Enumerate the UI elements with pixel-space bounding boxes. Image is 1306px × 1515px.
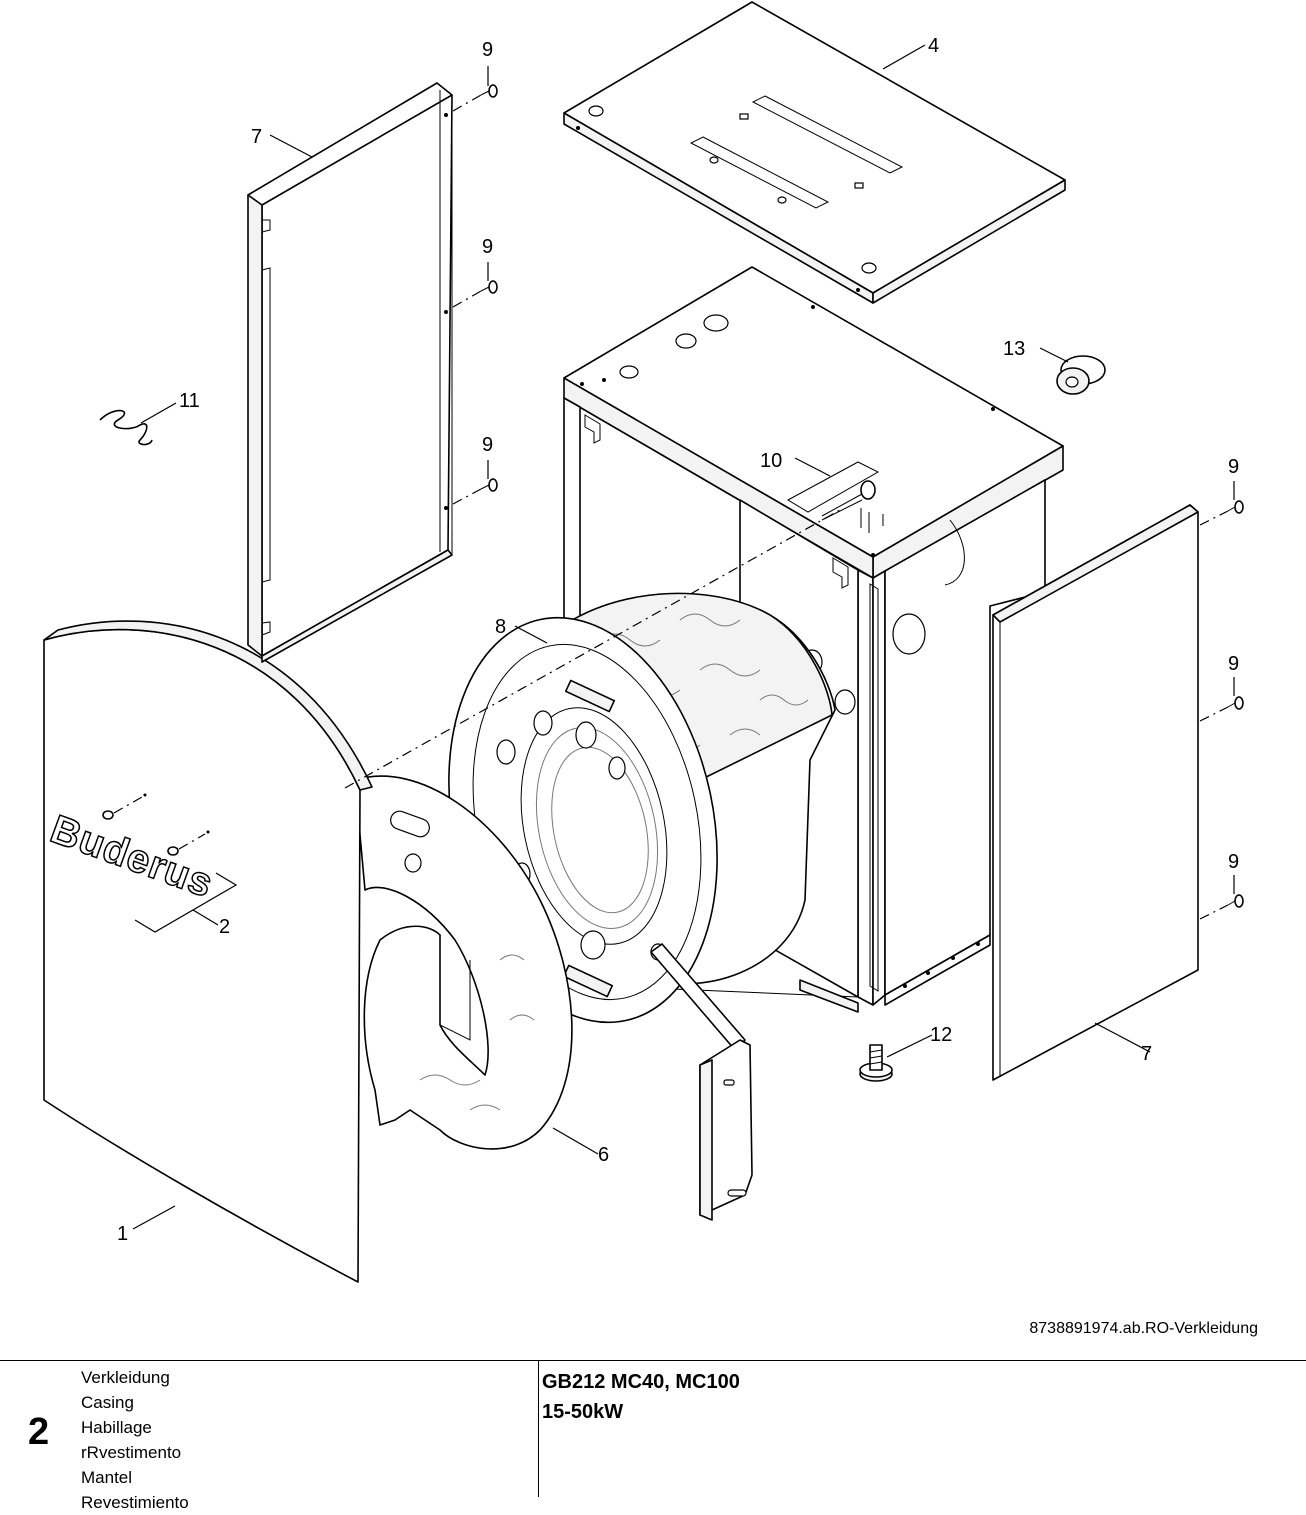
- front-panel-part: Buderus: [43, 620, 373, 1283]
- callout-label: 8: [495, 616, 506, 638]
- callout-label: 13: [1003, 338, 1025, 360]
- title-block: 2 Verkleidung Casing Habillage rRvestime…: [0, 1360, 1306, 1512]
- screw-icon: [480, 280, 498, 294]
- screw-icon: [480, 478, 498, 492]
- section-name: rRvestimento: [81, 1443, 182, 1462]
- exploded-casing-drawing: Buderus: [43, 1, 1244, 1283]
- callout-label: 11: [179, 390, 200, 412]
- callout-label: 4: [928, 35, 939, 57]
- screw-icon: [1227, 500, 1244, 514]
- side-panel-right-part: [992, 504, 1199, 1081]
- model-name: GB212 MC40, MC100: [542, 1371, 740, 1393]
- model-power: 15-50kW: [542, 1401, 624, 1423]
- section-name: Mantel: [81, 1468, 133, 1487]
- chapter-number: 2: [28, 1411, 50, 1453]
- adjustable-foot-part: [859, 1044, 893, 1082]
- logo-fasteners: [102, 793, 210, 856]
- screw-icon: [1227, 894, 1244, 908]
- retaining-spring-part: [99, 409, 153, 446]
- callout-label: 2: [219, 916, 230, 938]
- model-info: GB212 MC40, MC100 15-50kW: [542, 1367, 740, 1427]
- front-insulation-ring-part: [354, 775, 573, 1150]
- callout-label: 12: [930, 1024, 952, 1046]
- callout-label: 10: [760, 450, 782, 472]
- callout-label: 9: [482, 39, 493, 61]
- callout-label: 9: [482, 236, 493, 258]
- section-name: Habillage: [81, 1418, 152, 1437]
- callout-labels: 1 2 4 6 7 7 8 9 9 9 9 9 9 10 11 12 13: [117, 35, 1239, 1245]
- screw-icon: [1227, 696, 1244, 710]
- support-bracket: [650, 943, 753, 1221]
- cable-grommet-part: [1056, 355, 1106, 395]
- callout-label: 9: [1228, 653, 1239, 675]
- callout-label: 9: [482, 434, 493, 456]
- top-cover-part: [563, 1, 1066, 304]
- callout-label: 1: [117, 1223, 128, 1245]
- callout-label: 7: [1141, 1043, 1152, 1065]
- screws-part-9: [452, 84, 1244, 920]
- leader-lines: [132, 44, 1235, 1230]
- assembly-axis: [344, 509, 841, 789]
- callout-label: 7: [251, 126, 262, 148]
- section-name: Revestimiento: [81, 1493, 189, 1512]
- section-name: Verkleidung: [81, 1368, 170, 1387]
- section-names: Verkleidung Casing Habillage rRvestiment…: [81, 1365, 189, 1515]
- side-panel-left-part: [247, 82, 453, 663]
- callout-label: 9: [1228, 851, 1239, 873]
- callout-label: 6: [598, 1144, 609, 1166]
- drawing-reference: 8738891974.ab.RO-Verkleidung: [1029, 1320, 1258, 1337]
- screw-icon: [480, 84, 498, 98]
- title-divider: [538, 1361, 539, 1497]
- section-name: Casing: [81, 1393, 134, 1412]
- callout-label: 9: [1228, 456, 1239, 478]
- sensor-holder-part: [786, 461, 884, 533]
